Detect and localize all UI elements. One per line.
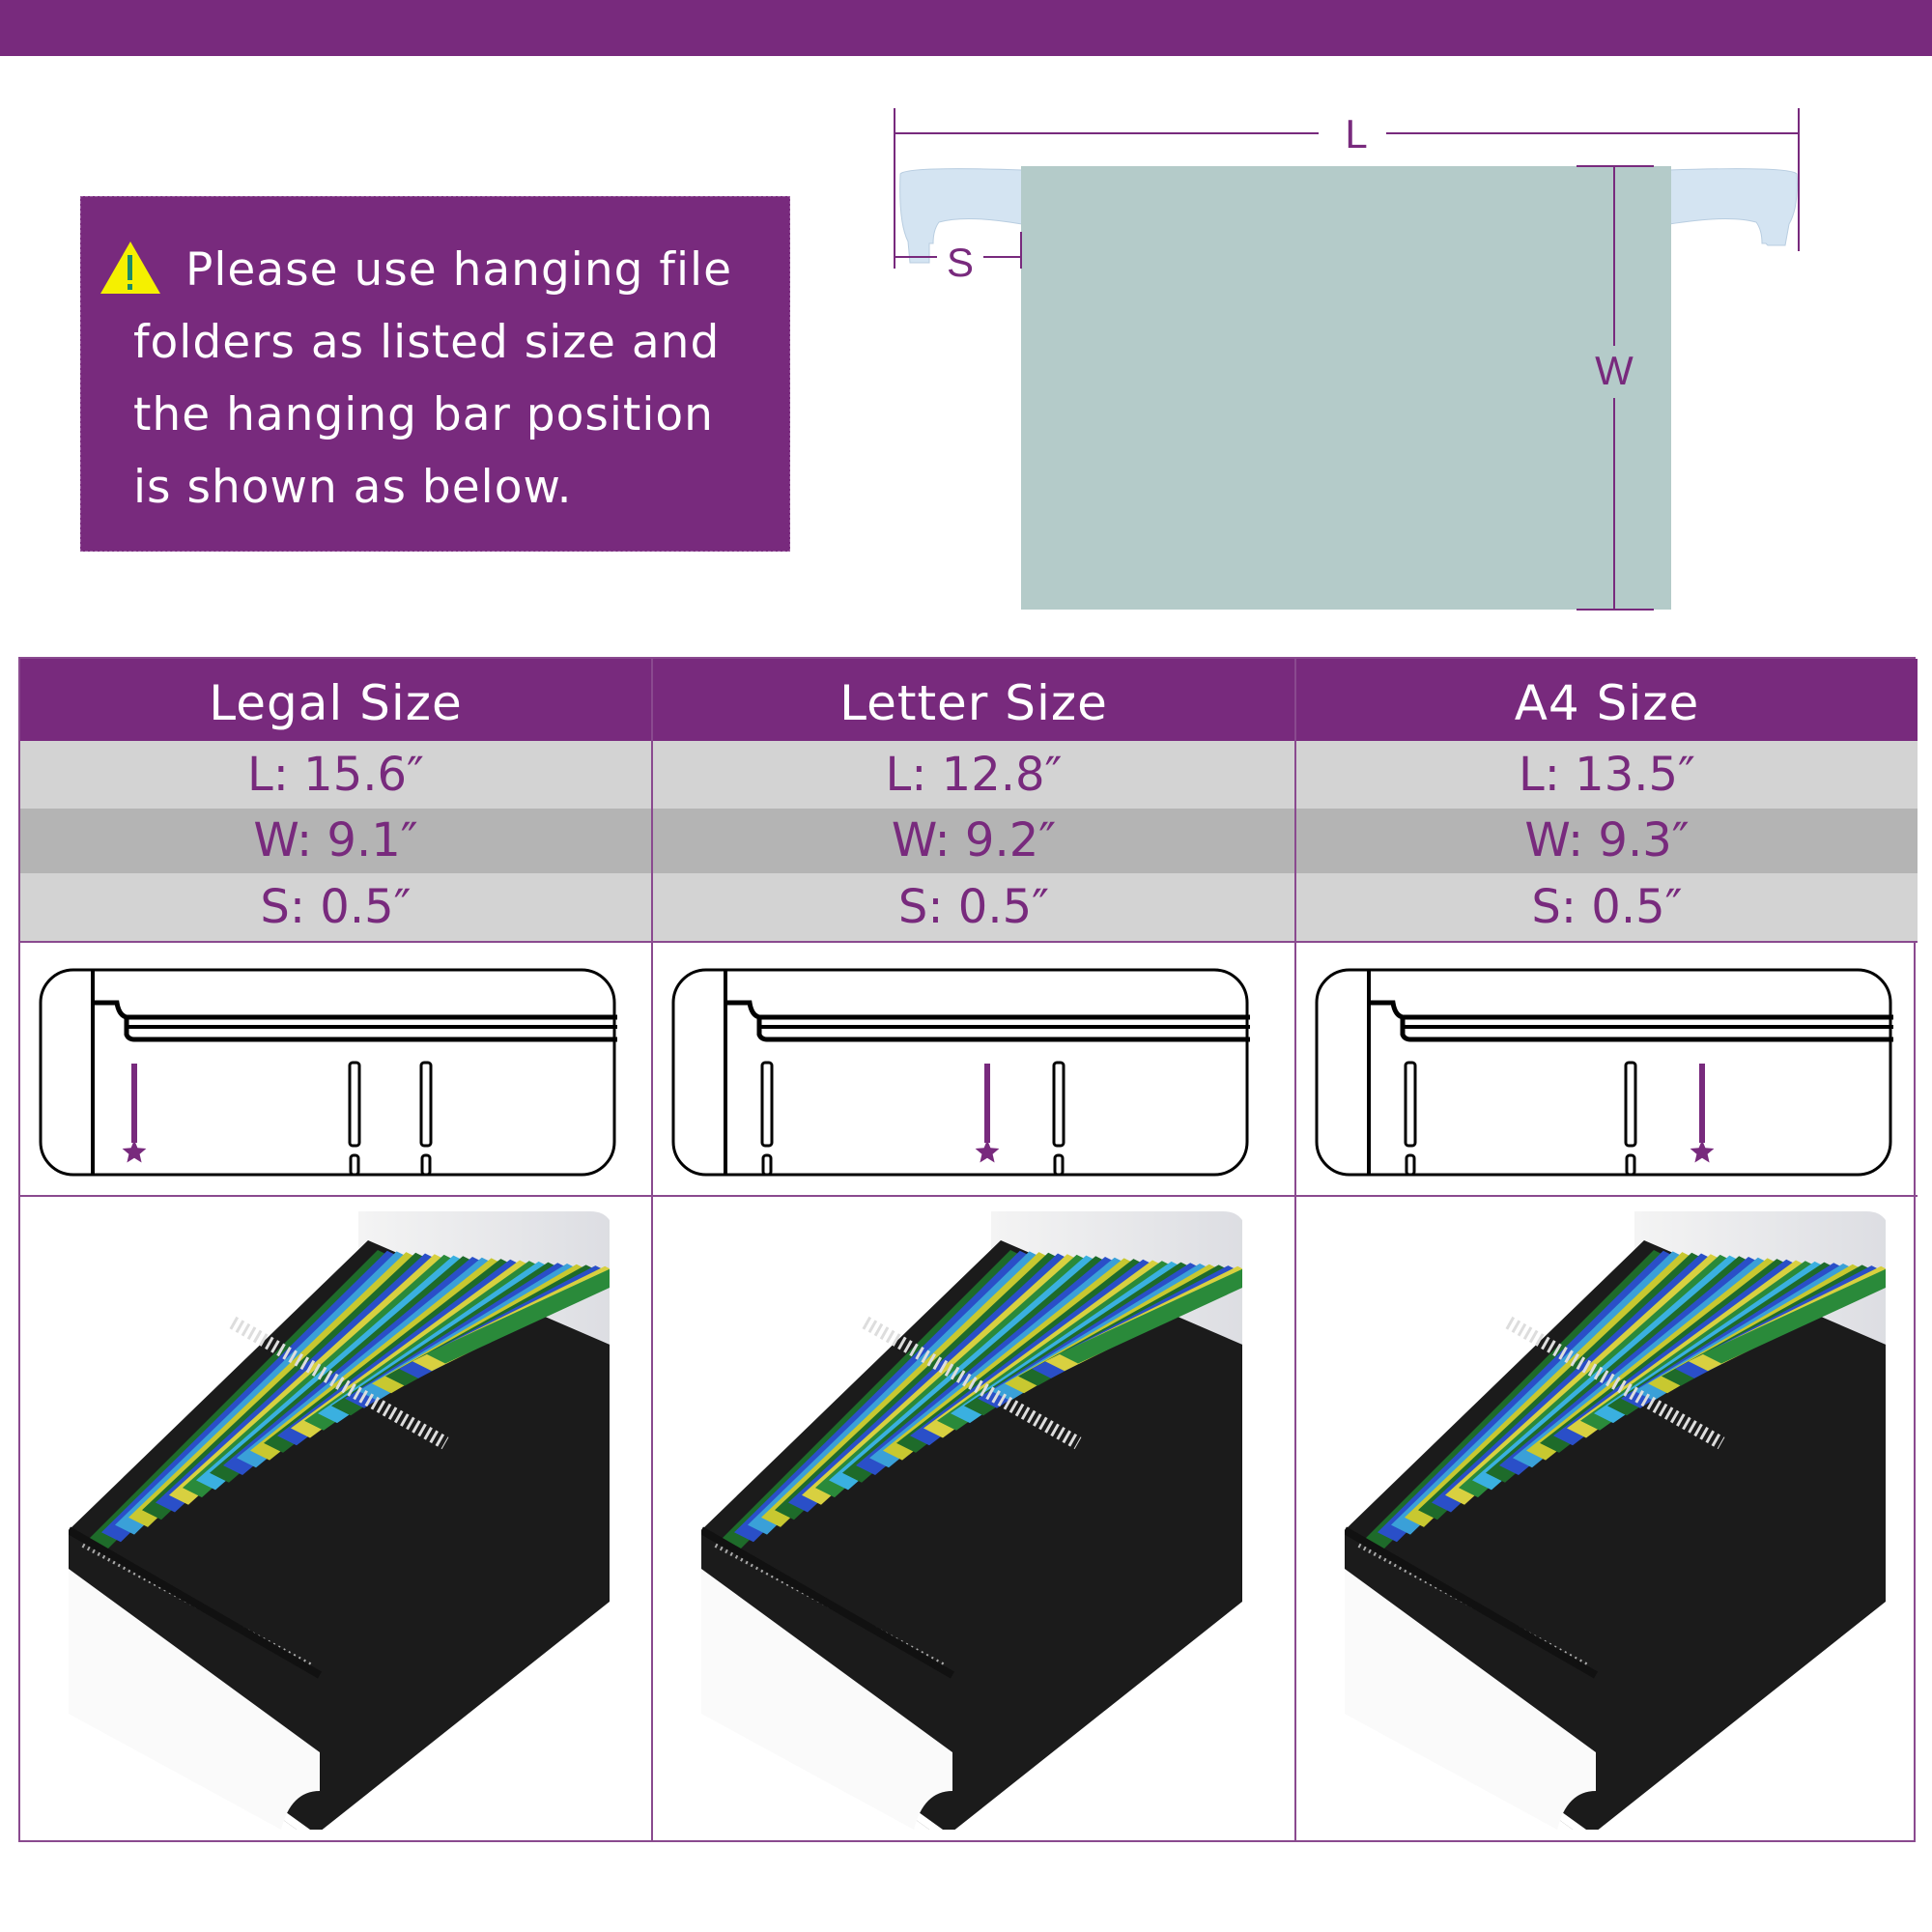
hanging-folder-diagram: L S W: [894, 108, 1800, 611]
bar-position-diagram: [653, 943, 1294, 1197]
selected-bar-position: [1690, 1064, 1715, 1163]
notice-line: Please use hanging file: [185, 243, 733, 297]
width-value: W: 9.2″: [653, 809, 1294, 873]
drawer-rail-diagram: [39, 968, 617, 1177]
notice-line: folders as listed size and: [133, 316, 721, 369]
dimension-label-s: S: [947, 240, 974, 285]
notice-line: is shown as below.: [133, 461, 573, 514]
hanging-folder: [1059, 1268, 1242, 1364]
drawer-with-folders-image: [1345, 1211, 1886, 1830]
dimension-label-l: L: [1345, 111, 1367, 156]
dimension-label-w: W: [1595, 348, 1634, 393]
drawer-rail-diagram: [1315, 968, 1893, 1177]
hanger-left: [899, 168, 1023, 264]
bar-slot: [348, 1061, 361, 1177]
selected-bar-position: [975, 1064, 1000, 1163]
hanging-folder: [426, 1268, 610, 1364]
bar-slot: [419, 1061, 433, 1177]
warning-triangle-icon: [100, 242, 160, 294]
bar-position-diagram: [20, 943, 651, 1197]
size-title: A4 Size: [1296, 659, 1918, 741]
bar-slot: [760, 1061, 774, 1177]
drawer-photo: [20, 1197, 651, 1844]
size-column: Legal Size L: 15.6″ W: 9.1″ S: 0.5″: [20, 659, 651, 1840]
width-value: W: 9.1″: [20, 809, 651, 873]
size-table: Legal Size L: 15.6″ W: 9.1″ S: 0.5″ Lett…: [18, 657, 1918, 1842]
notice-text: Please use hanging file folders as liste…: [133, 234, 781, 524]
bar-slot: [1624, 1061, 1637, 1177]
spacing-value: S: 0.5″: [20, 873, 651, 943]
drawer-with-folders-image: [69, 1211, 610, 1830]
length-value: L: 13.5″: [1296, 741, 1918, 809]
size-column: A4 Size L: 13.5″ W: 9.3″ S: 0.5″: [1294, 659, 1918, 1840]
star-icon: [975, 1140, 1000, 1163]
width-value: W: 9.3″: [1296, 809, 1918, 873]
notice-box: Please use hanging file folders as liste…: [80, 196, 790, 552]
drawer-rail-diagram: [671, 968, 1250, 1177]
spacing-value: S: 0.5″: [653, 873, 1294, 943]
size-column: Letter Size L: 12.8″ W: 9.2″ S: 0.5″: [651, 659, 1294, 1840]
notice-line: the hanging bar position: [133, 388, 714, 441]
spacing-value: S: 0.5″: [1296, 873, 1918, 943]
size-title: Letter Size: [653, 659, 1294, 741]
bar-slot: [1404, 1061, 1417, 1177]
drawer-with-folders-image: [701, 1211, 1242, 1830]
hanger-right: [1668, 168, 1798, 246]
folder-body: [1021, 166, 1671, 610]
drawer-photo: [1296, 1197, 1918, 1844]
hanging-folder: [1702, 1268, 1886, 1364]
star-icon: [1690, 1140, 1715, 1163]
bar-position-diagram: [1296, 943, 1918, 1197]
top-banner: [0, 0, 1932, 56]
size-title: Legal Size: [20, 659, 651, 741]
bar-slot: [1052, 1061, 1065, 1177]
length-value: L: 15.6″: [20, 741, 651, 809]
selected-bar-position: [122, 1064, 147, 1163]
drawer-photo: [653, 1197, 1294, 1844]
length-value: L: 12.8″: [653, 741, 1294, 809]
star-icon: [122, 1140, 147, 1163]
